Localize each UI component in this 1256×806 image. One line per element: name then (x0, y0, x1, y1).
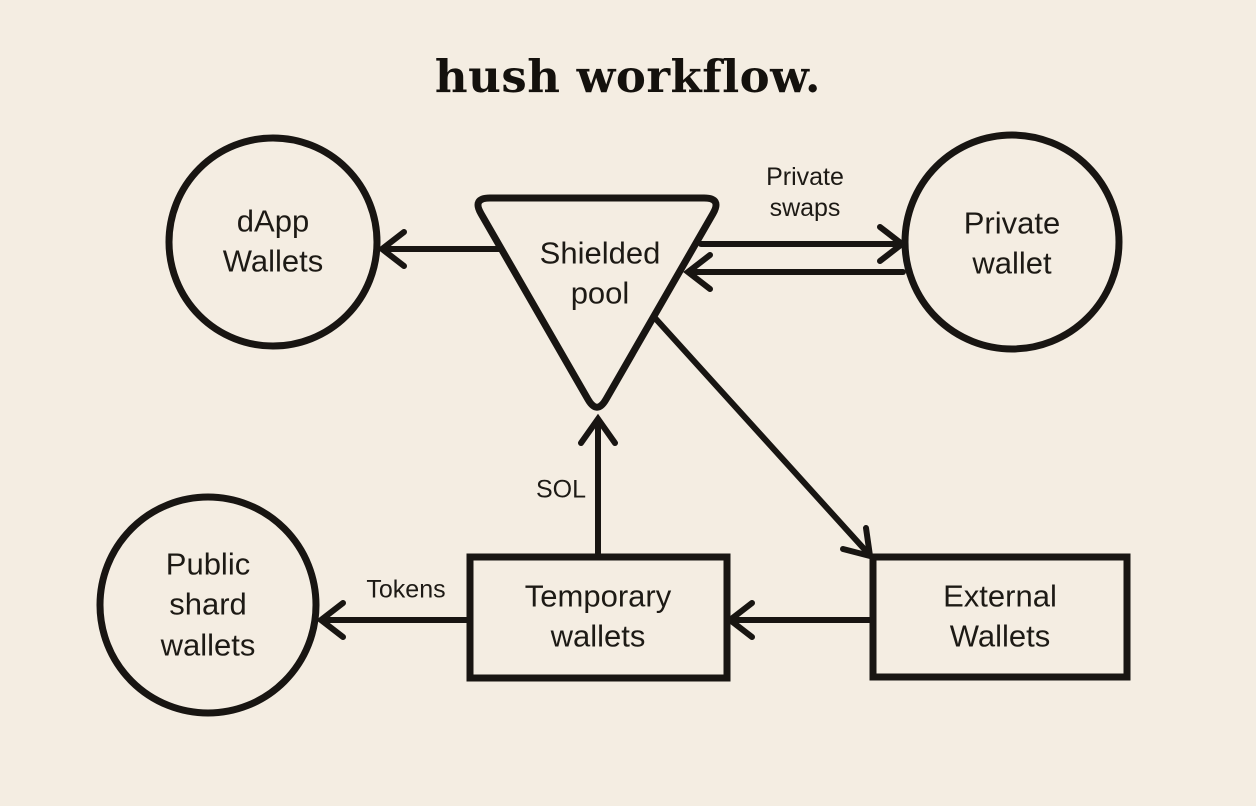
private-swaps-edge-label: Private swaps (766, 162, 844, 222)
arrow-pool-to-external (652, 315, 874, 561)
private-wallet-node (901, 131, 1123, 353)
sol-edge-label: SOL (535, 475, 587, 504)
arrow-pool-to-dapp (377, 229, 502, 269)
arrow-temp-to-pool (578, 413, 618, 560)
dapp-wallets-label: dApp Wallets (222, 203, 324, 279)
arrow-temp-to-public (316, 600, 471, 640)
public-shard-wallets-node (96, 493, 320, 717)
temporary-wallets-label: Temporary wallets (524, 578, 672, 654)
private-wallet-label: Private wallet (963, 205, 1061, 281)
public-shard-wallets-label: Public shard wallets (160, 546, 256, 663)
external-wallets-node (869, 553, 1131, 681)
diagram-title: hush workflow. (434, 50, 822, 103)
dapp-wallets-node (165, 134, 381, 350)
arrow-pool-to-private (698, 224, 907, 264)
arrow-private-to-pool (683, 252, 906, 292)
shielded-pool-label: Shielded pool (539, 235, 661, 311)
shielded-pool-node (474, 194, 720, 411)
tokens-edge-label: Tokens (366, 575, 446, 604)
arrow-external-to-temp (725, 600, 874, 640)
external-wallets-label: External Wallets (943, 578, 1057, 654)
